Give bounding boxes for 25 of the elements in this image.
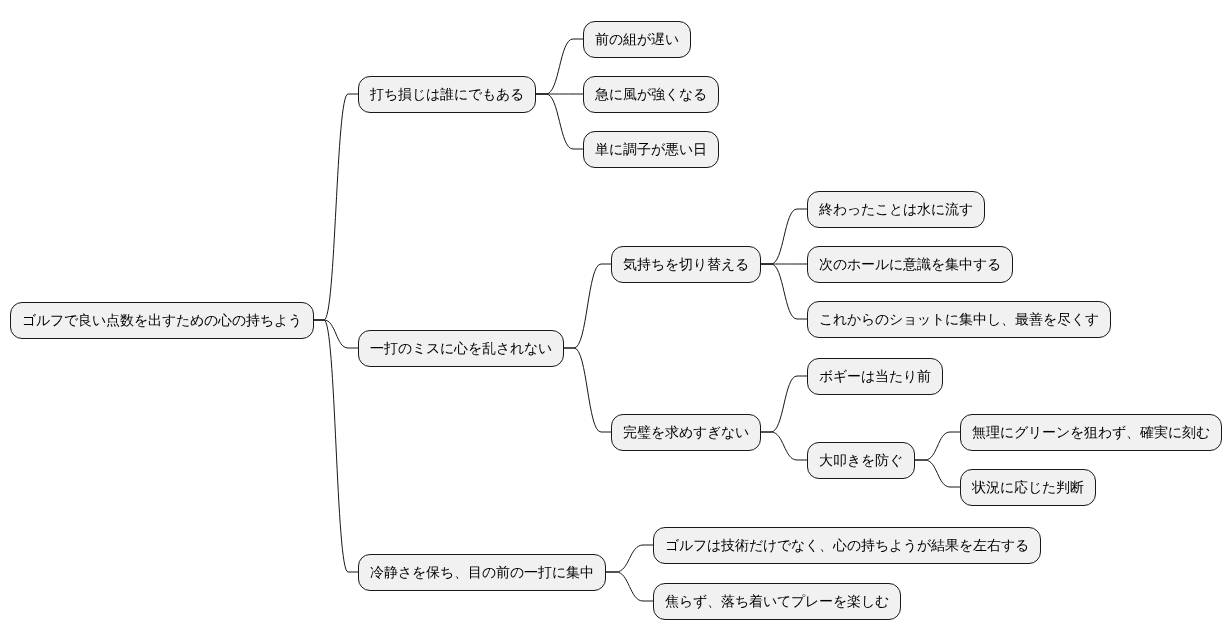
topic-box: 状況に応じた判断 bbox=[960, 468, 1096, 506]
connector-line bbox=[535, 93, 584, 150]
topic-box: ボギーは当たり前 bbox=[807, 357, 943, 395]
topic-box: 冷静さを保ち、目の前の一打に集中 bbox=[358, 553, 606, 591]
topic-box: 終わったことは水に流す bbox=[807, 190, 985, 228]
topic-box: 前の組が遅い bbox=[583, 20, 691, 58]
topic-box: 気持ちを切り替える bbox=[611, 245, 761, 283]
topic-box: 無理にグリーンを狙わず、確実に刻む bbox=[960, 413, 1222, 451]
connector-line bbox=[760, 431, 808, 461]
topic-box: 単に調子が悪い日 bbox=[583, 130, 719, 168]
topic-box: 一打のミスに心を乱されない bbox=[358, 329, 564, 367]
topic-box: 焦らず、落ち着いてプレーを楽しむ bbox=[653, 582, 901, 620]
connector-line bbox=[313, 319, 359, 573]
topic-box: ゴルフで良い点数を出すための心の持ちよう bbox=[10, 301, 314, 339]
topic-box: 急に風が強くなる bbox=[583, 75, 719, 113]
topic-box: 完璧を求めすぎない bbox=[611, 413, 761, 451]
topic-box: 次のホールに意識を集中する bbox=[807, 245, 1013, 283]
topic-box: 打ち損じは誰にでもある bbox=[358, 75, 536, 113]
connector-line bbox=[914, 459, 961, 488]
connector-line bbox=[605, 571, 654, 602]
topic-box: ゴルフは技術だけでなく、心の持ちようが結果を左右する bbox=[653, 526, 1041, 564]
topic-box: 大叩きを防ぐ bbox=[807, 441, 915, 479]
connector-line bbox=[760, 263, 808, 320]
connector-line bbox=[563, 347, 612, 433]
topic-box: これからのショットに集中し、最善を尽くす bbox=[807, 300, 1111, 338]
